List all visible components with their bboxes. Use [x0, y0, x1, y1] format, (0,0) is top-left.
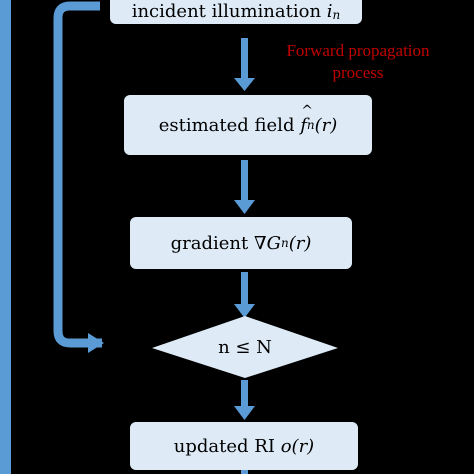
decision-label: n ≤ N — [218, 336, 272, 358]
left-edge-bar — [0, 0, 11, 474]
arrow-gradient-to-decision — [241, 272, 248, 306]
incident-subscript: n — [332, 8, 341, 22]
incident-illumination-label: incident illumination — [131, 1, 322, 22]
gradient-symbol: ∇G — [254, 232, 281, 254]
forward-propagation-line1: Forward propagation — [286, 41, 430, 60]
arrow-decision-to-updated-head — [234, 406, 255, 420]
updated-ri-symbol: o — [280, 435, 292, 457]
incident-symbol: i — [326, 1, 333, 22]
updated-ri-box: updated RI o(r) — [130, 422, 358, 470]
gradient-argument: (r) — [288, 232, 312, 254]
arrow-decision-to-updated — [241, 380, 248, 408]
estimated-field-symbol: f^ — [300, 102, 313, 136]
arrow-gradient-to-decision-head — [234, 304, 255, 318]
estimated-field-box: estimated field f^n(r) — [124, 95, 372, 155]
decision-diamond — [152, 316, 338, 378]
arrow-incident-to-estimated-head — [234, 78, 255, 91]
updated-ri-argument: (r) — [291, 435, 315, 457]
arrow-estimated-to-gradient-head — [234, 200, 255, 214]
estimated-field-argument: (r) — [314, 114, 338, 136]
loop-back-arrow — [53, 1, 102, 348]
gradient-label: gradient — [170, 232, 249, 254]
loop-back-arrowhead — [88, 333, 104, 353]
arrow-estimated-to-gradient — [241, 160, 248, 202]
forward-propagation-line2: process — [332, 63, 384, 82]
updated-ri-label: updated RI — [173, 435, 275, 457]
estimated-field-label: estimated field — [158, 114, 295, 136]
gradient-subscript: n — [280, 236, 289, 250]
arrow-incident-to-estimated — [241, 38, 248, 80]
estimated-field-subscript: n — [306, 118, 315, 132]
forward-propagation-note: Forward propagation process — [258, 40, 458, 84]
